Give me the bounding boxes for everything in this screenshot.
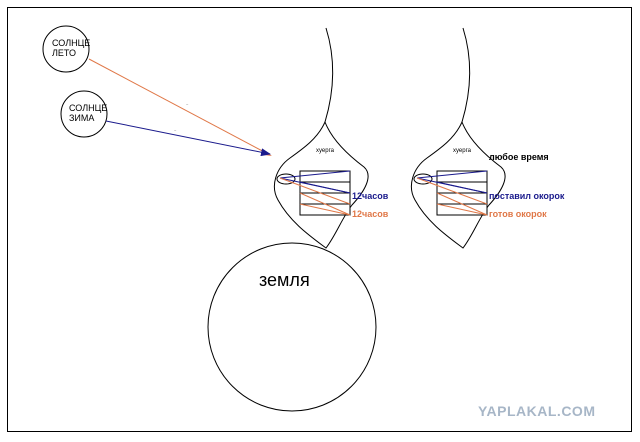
winter-ray-mark: ~: [174, 128, 177, 133]
right-device: хуерга любое время поставил окорок готов…: [411, 27, 565, 249]
sun-winter-line1: СОЛНЦЕ: [69, 103, 107, 113]
right-blue-ray-1: [416, 170, 488, 179]
watermark: YAPLAKAL.COM: [478, 403, 596, 419]
left-blue-ray-1: [279, 170, 351, 179]
right-orange-ray-3: [436, 203, 488, 216]
left-orange-ray-3: [299, 203, 351, 216]
right-label-orange: готов окорок: [489, 209, 547, 219]
earth-label: земля: [259, 270, 310, 290]
right-orange-ray-1: [416, 177, 488, 205]
sun-summer: СОЛНЦЕ ЛЕТО: [42, 25, 90, 73]
right-device-title: хуерга: [453, 148, 472, 154]
sun-summer-line2: ЛЕТО: [52, 48, 76, 58]
summer-ray-mark: ~: [186, 102, 189, 107]
summer-ray: [88, 58, 271, 156]
left-blue-ray-3: [299, 181, 351, 194]
left-label-blue: 12часов: [352, 191, 389, 201]
left-label-orange: 12часов: [352, 209, 389, 219]
earth: земля: [207, 242, 377, 412]
right-blue-ray-3: [436, 181, 488, 194]
right-device-cord: [461, 27, 471, 123]
left-device: хуерга 12часов 12часов: [274, 27, 389, 249]
left-orange-ray-2: [299, 192, 351, 216]
right-label-top: любое время: [489, 152, 549, 162]
diagram-frame: [7, 7, 632, 432]
left-device-title: хуерга: [316, 148, 335, 154]
right-label-blue: поставил окорок: [489, 191, 565, 201]
left-orange-ray-1: [279, 177, 351, 205]
sun-summer-line1: СОЛНЦЕ: [52, 38, 90, 48]
winter-ray: [105, 120, 271, 157]
sun-winter-line2: ЗИМА: [69, 113, 94, 123]
sun-winter: СОЛНЦЕ ЗИМА: [60, 90, 108, 138]
right-orange-ray-2: [436, 192, 488, 216]
left-device-cord: [324, 27, 334, 123]
